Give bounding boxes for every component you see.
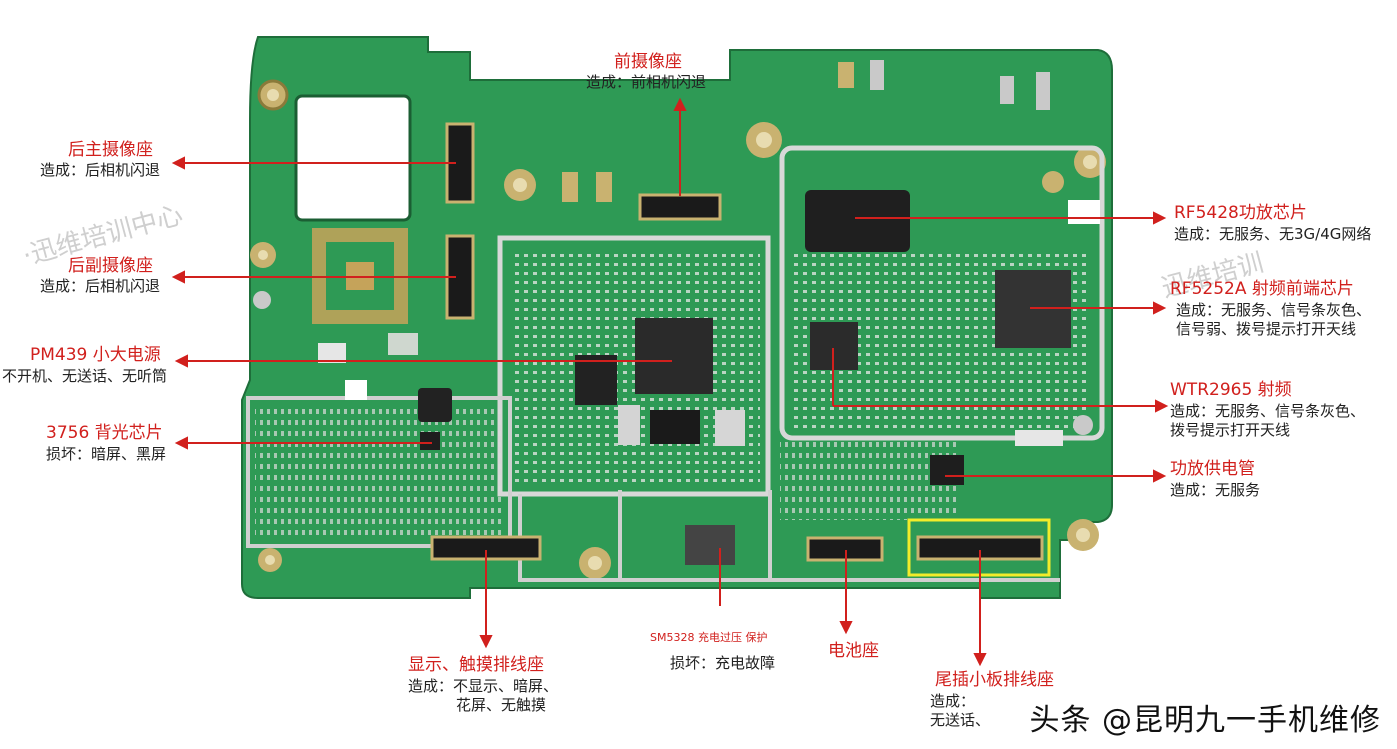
wtr2965-desc-line2: 拨号提示打开天线 [1170, 421, 1291, 439]
callout-arrows [171, 97, 1169, 667]
backlight-title: 3756 背光芯片 [46, 423, 163, 443]
front-camera-desc: 造成：前相机闪退 [586, 73, 707, 91]
battery-connector-title: 电池座 [828, 641, 879, 661]
front-camera-title: 前摄像座 [614, 52, 682, 72]
tail-connector-desc-line2: 无送话、 [930, 711, 991, 729]
pm439-title: PM439 小大电源 [30, 345, 161, 365]
rear-sub-camera-desc: 造成：后相机闪退 [40, 277, 161, 295]
rf5428-title: RF5428功放芯片 [1174, 203, 1307, 223]
pa-power-desc: 造成：无服务 [1170, 481, 1261, 499]
tail-connector-desc-line1: 造成： [930, 692, 976, 710]
toutiao-watermark: 头条 @昆明九一手机维修 [1029, 703, 1381, 738]
pa-power-title: 功放供电管 [1170, 459, 1255, 479]
pm439-desc: 不开机、无送话、无听筒 [2, 367, 168, 385]
shield-frame [497, 235, 771, 497]
sm5328-chip [685, 525, 735, 565]
backlight-chip [420, 432, 440, 450]
sm5328-title: SM5328 充电过压 保护 [650, 631, 768, 644]
display-connector-desc-line1: 造成：不显示、暗屏、 [408, 677, 559, 695]
pm439-chip [635, 318, 713, 394]
rf5252-desc-line2: 信号弱、拨号提示打开天线 [1176, 320, 1357, 338]
pa-power-mosfet [930, 455, 964, 485]
backlight-desc: 损坏：暗屏、黑屏 [46, 445, 167, 463]
sm5328-desc: 损坏：充电故障 [670, 654, 776, 672]
rear-sub-camera-title: 后副摄像座 [68, 256, 153, 276]
camera-cutout [294, 94, 412, 222]
rf5252-title: RF5252A 射频前端芯片 [1170, 279, 1354, 299]
front-camera-connector [638, 193, 722, 221]
rf5252-desc-line1: 造成：无服务、信号条灰色、 [1176, 301, 1372, 319]
rf5428-chip [805, 190, 910, 252]
rear-main-camera-title: 后主摄像座 [68, 140, 153, 160]
display-connector-title: 显示、触摸排线座 [408, 655, 544, 675]
shield-frame-rf [779, 145, 1105, 441]
wtr2965-desc-line1: 造成：无服务、信号条灰色、 [1170, 402, 1366, 420]
display-connector-desc-line2: 花屏、无触摸 [456, 696, 547, 714]
tail-connector-title: 尾插小板排线座 [935, 670, 1054, 690]
rf5428-desc: 造成：无服务、无3G/4G网络 [1174, 225, 1372, 243]
rear-main-camera-desc: 造成：后相机闪退 [40, 161, 161, 179]
wtr2965-title: WTR2965 射频 [1170, 380, 1292, 400]
